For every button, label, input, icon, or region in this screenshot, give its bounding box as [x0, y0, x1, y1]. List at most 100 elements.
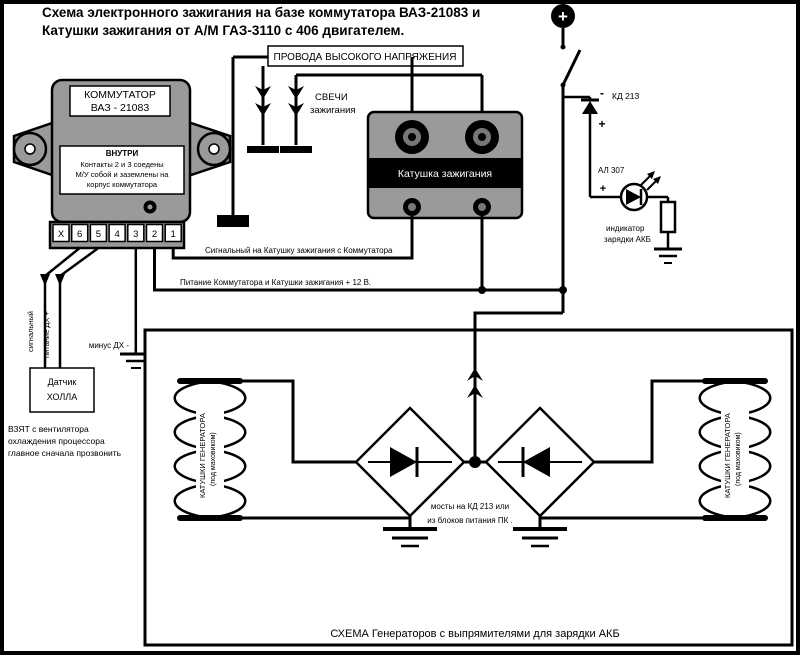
- left-ear-hole: [24, 143, 36, 155]
- rectifier-bridge-right: [484, 406, 596, 518]
- generator-caption: СХЕМА Генераторов с выпрямителями для за…: [330, 628, 619, 640]
- hall-sensor-box: [29, 367, 95, 413]
- pin-cell-6: [70, 223, 89, 243]
- generator-coil-left-label1: КАТУШКИ ГЕНЕРАТОРА: [198, 413, 207, 498]
- signal-wire-group: Сигнальный на Катушку зажигания с Коммут…: [171, 216, 414, 260]
- spark-plug-3: [280, 146, 312, 153]
- coil-lv-terminal-right-dot: [478, 203, 486, 211]
- switch-blade: [561, 49, 582, 86]
- plugs-label-line2: зажигания: [310, 105, 356, 116]
- diode-kd213: [582, 101, 598, 114]
- pin-label-4: 4: [114, 229, 119, 240]
- coil-hv-terminal-right-dot: [478, 133, 486, 141]
- generator-coil-left: КАТУШКИ ГЕНЕРАТОРА (под маховиком): [173, 378, 247, 521]
- rectifier-bridge-left: [354, 406, 466, 518]
- indicator-label-line2: зарядки АКБ: [604, 235, 651, 244]
- pin-cell-5: [89, 223, 108, 243]
- battery-plus-label: +: [558, 7, 568, 26]
- hall-sensor-section: сигнальный питание ДХ + минус ДХ - Датчи…: [8, 246, 151, 458]
- right-coil-to-bridge-wire: [594, 379, 705, 464]
- high-voltage-section: ПРОВОДА ВЫСОКОГО НАПРЯЖЕНИЯ СВЕЧИ зажига…: [217, 45, 482, 227]
- commutator-note-plate: [59, 145, 185, 195]
- pin-label-1: 1: [171, 229, 176, 240]
- hall-wire3-label: минус ДХ -: [89, 341, 129, 350]
- pin-label-3: 3: [133, 229, 138, 240]
- indicator-label-line1: индикатор: [606, 224, 645, 233]
- pin-cell-4: [108, 223, 126, 243]
- commutator-note-line3: М/У собой и заземлены на: [76, 170, 170, 179]
- diode-name-label: КД 213: [612, 91, 640, 101]
- switch-contact: [560, 44, 566, 50]
- coil-label-backing: [196, 396, 224, 508]
- hall-note-line2: охлаждения процессора: [8, 436, 105, 446]
- bridge-note-line1: мосты на КД 213 или: [431, 502, 509, 511]
- commutator-note-line1: ВНУТРИ: [106, 149, 139, 158]
- ground-symbol-indicator: [654, 247, 682, 264]
- hall-box-line1: Датчик: [48, 377, 77, 387]
- pin-label-5: 5: [96, 229, 101, 240]
- commutator-name-line2: ВАЗ - 21083: [91, 102, 150, 114]
- current-arrow-up: [467, 368, 483, 381]
- pin-label-6: 6: [77, 229, 82, 240]
- hall-wire2-label: питание ДХ +: [42, 310, 51, 358]
- current-arrow-up: [467, 385, 483, 398]
- junction-dot: [478, 286, 486, 294]
- coil-label-band: [368, 158, 522, 188]
- diode-plus-label: +: [598, 117, 605, 131]
- hv-arrow-down: [255, 86, 271, 99]
- pin-label-2: 2: [152, 229, 157, 240]
- generator-output-line: [473, 311, 563, 462]
- led-diode-triangle: [626, 189, 641, 205]
- hv-label-box: [267, 45, 464, 67]
- pin-cell-1: [164, 223, 182, 243]
- commutator-name-line1: КОММУТАТОР: [84, 89, 156, 101]
- hall-wire-arrow-1: [40, 274, 50, 286]
- pin-cell-x: [52, 223, 70, 243]
- battery-plus-terminal: [551, 4, 575, 28]
- wire-signal-label: Сигнальный на Катушку зажигания с Коммут…: [205, 246, 393, 255]
- spark-plug-1: [217, 215, 249, 227]
- led-arrowhead: [647, 171, 655, 179]
- hv-arrow-down: [288, 86, 304, 99]
- commutator-note-line4: корпус коммутатора: [87, 180, 158, 189]
- ground-symbol-bridge-left: [383, 516, 437, 548]
- wire-signal: [171, 216, 414, 260]
- diode-minus-label: -: [600, 86, 604, 100]
- generator-coil-right-label2: (под маховиком): [735, 432, 742, 486]
- generator-coil-right-label1: КАТУШКИ ГЕНЕРАТОРА: [723, 413, 732, 498]
- led-plus-label: +: [600, 183, 606, 195]
- coil-label-backing: [721, 396, 749, 508]
- pin-label-x: Х: [58, 229, 65, 240]
- generator-coil-left-label2: (под маховиком): [210, 432, 217, 486]
- hall-box-line2: ХОЛЛА: [47, 392, 77, 402]
- hv-arrow-down: [255, 103, 271, 116]
- power-wire-group: Питание Коммутатора и Катушки зажигания …: [153, 216, 567, 294]
- hv-wires-label: ПРОВОДА ВЫСОКОГО НАПРЯЖЕНИЯ: [274, 52, 457, 63]
- hv-arrow-down: [288, 103, 304, 116]
- hall-wire-arrow-2: [55, 274, 65, 286]
- hall-wire1-label: сигнальный: [26, 311, 35, 352]
- coil-lv-terminal-left-dot: [408, 203, 416, 211]
- bridge-diode-triangle: [390, 447, 417, 477]
- led-name-label: АЛ 307: [598, 166, 625, 175]
- ground-symbol-bridge-right: [513, 516, 567, 548]
- coil-label: Катушка зажигания: [398, 168, 492, 180]
- left-coil-to-bridge-wire: [240, 379, 356, 464]
- pin-cell-3: [127, 223, 145, 243]
- pin-cell-2: [145, 223, 164, 243]
- spark-plug-2: [247, 146, 279, 153]
- commutator-name-plate: [69, 85, 171, 117]
- coil-hv-terminal-left-dot: [408, 133, 416, 141]
- plugs-label-line1: СВЕЧИ: [315, 92, 348, 103]
- title-line1: Схема электронного зажигания на базе ком…: [42, 5, 480, 20]
- title-line2: Катушки зажигания от А/М ГАЗ-3110 с 406 …: [42, 23, 404, 38]
- generator-box: [143, 328, 794, 647]
- generator-coil-right: КАТУШКИ ГЕНЕРАТОРА (под маховиком): [698, 378, 772, 521]
- right-ear-hole: [208, 143, 220, 155]
- wire-power: [153, 248, 563, 292]
- ignition-coil: Катушка зажигания: [366, 57, 524, 220]
- hall-note-line3: главное сначала прозвонить: [8, 448, 122, 458]
- commutator-note-line2: Контакты 2 и 3 соедены: [80, 160, 163, 169]
